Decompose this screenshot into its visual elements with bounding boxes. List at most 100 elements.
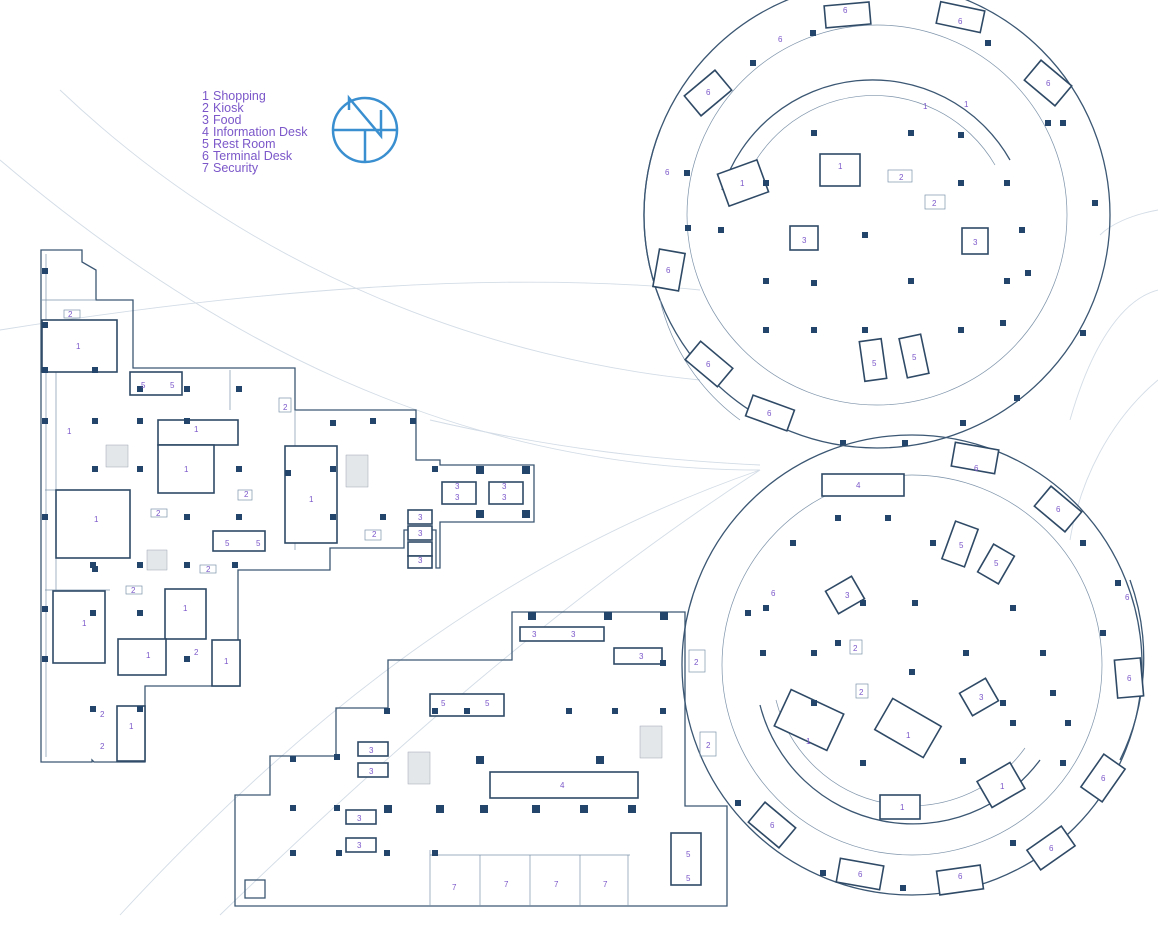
terminal-desk [823, 1, 872, 29]
svg-text:5: 5 [994, 559, 999, 568]
svg-text:1: 1 [900, 803, 905, 812]
room-labels: 4 6 6 6 6 6 6 6 6 6 6 1 1 1 1 3 3 5 5 2 … [694, 464, 1132, 881]
svg-text:3: 3 [502, 482, 507, 491]
svg-text:5: 5 [686, 874, 691, 883]
food-unit [441, 481, 477, 505]
svg-text:3: 3 [571, 630, 576, 639]
terminal-desk [1079, 753, 1127, 803]
svg-text:6: 6 [974, 464, 979, 473]
stair [345, 454, 369, 488]
svg-text:5: 5 [141, 381, 146, 390]
food-unit [357, 741, 389, 757]
svg-text:3: 3 [979, 693, 984, 702]
svg-text:6: 6 [665, 168, 670, 177]
shop-unit [41, 319, 118, 373]
terminal-desk [1033, 485, 1083, 533]
restroom-block [670, 832, 702, 886]
svg-text:7: 7 [554, 880, 559, 889]
shop-unit [773, 688, 845, 752]
svg-text:5: 5 [225, 539, 230, 548]
svg-text:2: 2 [68, 310, 73, 319]
svg-text:3: 3 [418, 556, 423, 565]
svg-text:2: 2 [194, 648, 199, 657]
svg-text:2: 2 [283, 403, 288, 412]
svg-text:1: 1 [184, 465, 189, 474]
svg-text:2: 2 [706, 741, 711, 750]
svg-text:1: 1 [740, 179, 745, 188]
svg-text:3: 3 [973, 238, 978, 247]
svg-text:2: 2 [100, 710, 105, 719]
svg-text:1: 1 [923, 102, 928, 111]
svg-text:5: 5 [872, 359, 877, 368]
svg-text:1: 1 [67, 427, 72, 436]
svg-text:7: 7 [603, 880, 608, 889]
svg-text:1: 1 [838, 162, 843, 171]
svg-text:2: 2 [372, 530, 377, 539]
shop-unit [52, 590, 106, 664]
stair [639, 725, 663, 759]
svg-text:3: 3 [455, 482, 460, 491]
terminal-desk [744, 394, 796, 432]
terminal-desk [1023, 59, 1073, 107]
room-labels: 6 6 6 6 6 6 6 6 6 1 1 1 1 2 2 3 3 5 5 [665, 6, 1051, 418]
left-wing: 2 1 1 1 1 1 1 1 1 1 1 1 5 5 5 5 2 2 2 2 … [40, 249, 535, 763]
food-unit [407, 541, 433, 557]
svg-text:2: 2 [244, 490, 249, 499]
information-desk [821, 473, 905, 497]
shop-unit [117, 638, 167, 676]
svg-text:3: 3 [418, 513, 423, 522]
svg-text:6: 6 [767, 409, 772, 418]
svg-text:6: 6 [1125, 593, 1130, 602]
svg-text:6: 6 [843, 6, 848, 15]
shop-unit [211, 639, 241, 687]
shop-unit [716, 158, 770, 208]
svg-text:1: 1 [94, 515, 99, 524]
food-unit [958, 677, 1000, 717]
svg-text:3: 3 [639, 652, 644, 661]
svg-text:4: 4 [856, 481, 861, 490]
terminal-desk [1113, 657, 1145, 699]
svg-text:3: 3 [532, 630, 537, 639]
food-unit [345, 837, 377, 853]
terminal-desk [684, 340, 734, 388]
svg-text:3: 3 [455, 493, 460, 502]
svg-text:2: 2 [206, 565, 211, 574]
svg-text:3: 3 [502, 493, 507, 502]
svg-text:2: 2 [131, 586, 136, 595]
svg-text:5: 5 [170, 381, 175, 390]
north-arrow-icon [331, 94, 399, 164]
restroom-block [858, 337, 888, 383]
svg-text:1: 1 [964, 100, 969, 109]
svg-text:6: 6 [770, 821, 775, 830]
stair [407, 751, 431, 785]
stair [146, 549, 168, 571]
restroom-block [898, 333, 930, 379]
svg-text:1: 1 [1000, 782, 1005, 791]
restroom-block [429, 693, 505, 717]
svg-text:5: 5 [686, 850, 691, 859]
shop-unit [879, 794, 921, 820]
food-unit [488, 481, 524, 505]
svg-text:5: 5 [959, 541, 964, 550]
svg-text:6: 6 [666, 266, 671, 275]
bottom-wing: 3 3 3 5 5 4 3 3 3 3 7 7 7 7 5 5 [234, 611, 728, 907]
upper-terminal: 6 6 6 6 6 6 6 6 6 1 1 1 1 2 2 3 3 5 5 [643, 0, 1111, 449]
svg-text:5: 5 [256, 539, 261, 548]
food-unit [407, 525, 433, 541]
shop-unit [164, 588, 207, 640]
restroom-block [976, 543, 1016, 585]
svg-text:6: 6 [771, 589, 776, 598]
food-unit [519, 626, 605, 642]
svg-text:3: 3 [369, 767, 374, 776]
svg-text:1: 1 [129, 722, 134, 731]
shop-unit [975, 761, 1027, 809]
svg-text:1: 1 [194, 425, 199, 434]
